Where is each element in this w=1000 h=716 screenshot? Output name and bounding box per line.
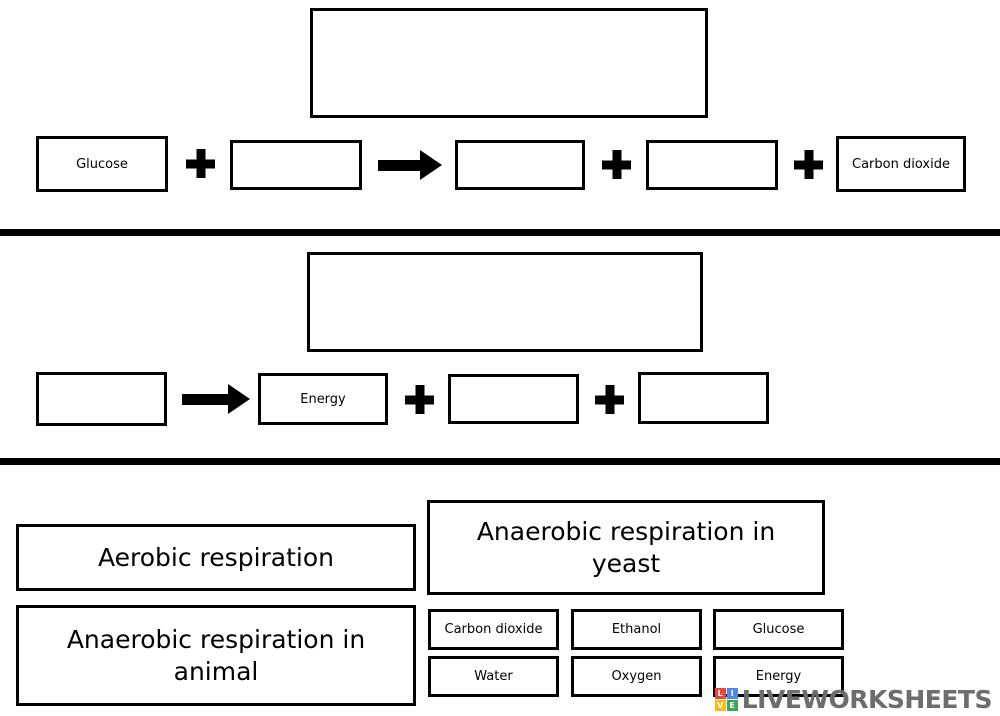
logo-cell-l: L	[714, 688, 726, 699]
aerobic-reactant-glucose-label: Glucose	[76, 156, 128, 172]
answer-tile-oxygen[interactable]: Oxygen	[571, 656, 702, 697]
answer-tile-energy-label: Energy	[755, 669, 802, 684]
anaerobic-title-dropzone[interactable]	[307, 252, 703, 352]
anaerobic-arrow-icon	[182, 384, 250, 414]
logo-cell-v: V	[714, 700, 726, 711]
answer-tile-glucose[interactable]: Glucose	[713, 609, 844, 650]
answer-aerobic-respiration[interactable]: Aerobic respiration	[16, 524, 416, 591]
anaerobic-product-dropzone-2[interactable]	[448, 374, 579, 424]
aerobic-product-dropzone-2[interactable]	[646, 140, 778, 190]
logo-cell-e: E	[726, 700, 738, 711]
aerobic-arrow-icon	[378, 150, 442, 180]
answer-tile-ethanol-label: Ethanol	[611, 622, 662, 637]
answer-anaerobic-respiration-animal[interactable]: Anaerobic respiration in animal	[16, 605, 416, 706]
anaerobic-reactant-dropzone[interactable]	[36, 372, 167, 426]
aerobic-plus-1	[186, 149, 215, 178]
answer-aerobic-respiration-label: Aerobic respiration	[97, 542, 334, 572]
anaerobic-plus-2	[595, 385, 624, 414]
aerobic-product-dropzone-1[interactable]	[455, 140, 585, 190]
section-divider-1	[0, 229, 1000, 236]
liveworksheets-wordmark: LIVEWORKSHEETS	[741, 685, 993, 714]
answer-tile-water[interactable]: Water	[428, 656, 559, 697]
liveworksheets-logo-icon: L I V E	[714, 688, 738, 711]
answer-tile-carbon-dioxide-label: Carbon dioxide	[444, 622, 543, 637]
aerobic-reactant-glucose[interactable]: Glucose	[36, 136, 168, 192]
answer-tile-oxygen-label: Oxygen	[611, 669, 662, 684]
aerobic-product-carbon-dioxide-label: Carbon dioxide	[852, 156, 950, 172]
answer-tile-glucose-label: Glucose	[752, 622, 805, 637]
anaerobic-product-energy-label: Energy	[300, 391, 346, 407]
section-divider-2	[0, 458, 1000, 465]
answer-tile-carbon-dioxide[interactable]: Carbon dioxide	[428, 609, 559, 650]
aerobic-title-dropzone[interactable]	[310, 8, 708, 118]
answer-anaerobic-respiration-animal-label: Anaerobic respiration in animal	[66, 625, 366, 686]
liveworksheets-watermark: L I V E LIVEWORKSHEETS	[714, 685, 993, 714]
aerobic-plus-3	[794, 150, 823, 179]
aerobic-product-carbon-dioxide[interactable]: Carbon dioxide	[836, 136, 966, 192]
answer-tile-water-label: Water	[474, 669, 513, 684]
anaerobic-product-energy[interactable]: Energy	[258, 373, 388, 425]
answer-anaerobic-respiration-yeast[interactable]: Anaerobic respiration in yeast	[427, 500, 825, 595]
logo-cell-i: I	[726, 688, 738, 699]
aerobic-plus-2	[602, 150, 631, 179]
anaerobic-plus-1	[405, 385, 434, 414]
aerobic-reactant-dropzone-2[interactable]	[230, 140, 362, 190]
answer-tile-ethanol[interactable]: Ethanol	[571, 609, 702, 650]
anaerobic-product-dropzone-3[interactable]	[638, 372, 769, 424]
answer-anaerobic-respiration-yeast-label: Anaerobic respiration in yeast	[476, 517, 776, 578]
